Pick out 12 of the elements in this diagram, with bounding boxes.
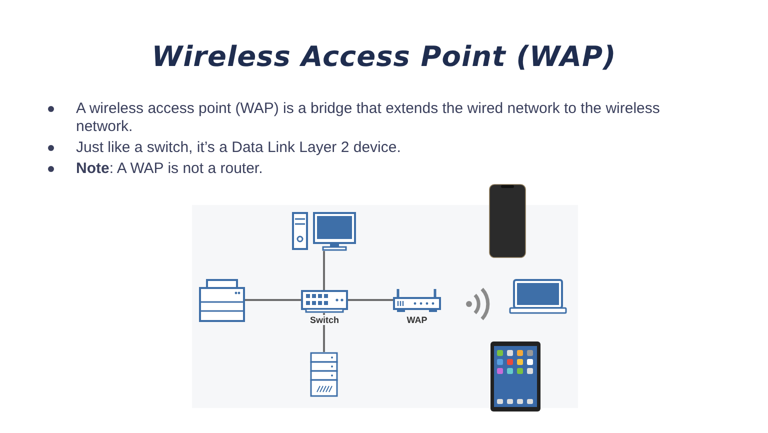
bullet-text: Just like a switch, it’s a Data Link Layer 2 device. <box>76 139 401 156</box>
device-label: WAP <box>404 315 430 325</box>
server-icon <box>310 352 338 397</box>
network-cable <box>348 299 393 301</box>
computer-icon <box>292 212 356 251</box>
bullet-text: A wireless access point (WAP) is a bridge that extends the wired network to the wireless network. <box>76 100 660 135</box>
printer-icon <box>199 279 245 322</box>
device-label: Switch <box>308 315 341 325</box>
network-cable <box>323 251 325 290</box>
slide-title: Wireless Access Point (WAP) <box>150 40 618 73</box>
network-cable <box>245 299 301 301</box>
bullet-text: Note: A WAP is not a router. <box>76 160 263 177</box>
